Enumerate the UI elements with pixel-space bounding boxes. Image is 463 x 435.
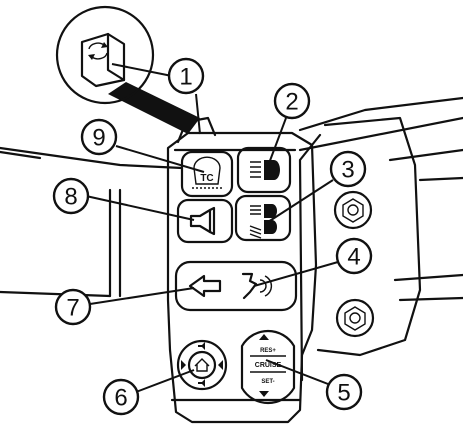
callout-5: 5 [325, 373, 363, 411]
home-joystick-icon [194, 358, 210, 372]
callout-8: 8 [52, 177, 90, 215]
callout-7: 7 [54, 288, 92, 326]
callout-1: 1 [167, 57, 205, 95]
traction-control-icon: TC [192, 156, 222, 189]
volume-up-icon [198, 342, 205, 350]
low-high-beam-icon [249, 204, 277, 239]
high-beam-button[interactable] [236, 146, 292, 194]
traction-control-label: TC [200, 173, 213, 184]
high-beam-icon [250, 160, 280, 180]
callout-9: 9 [80, 118, 118, 156]
voice-command-icon[interactable] [241, 272, 273, 300]
cruise-toggle-icon [259, 334, 269, 397]
callout-2: 2 [273, 82, 311, 120]
horn-icon [189, 206, 216, 236]
cruise-toggle[interactable]: RES+ CRUISE SET- [240, 329, 296, 405]
callout-6: 6 [102, 378, 140, 416]
home-joystick[interactable] [176, 339, 228, 391]
callout-4-label: 4 [347, 244, 360, 271]
callout-3-label: 3 [341, 157, 354, 184]
cruise-res-label: RES+ [260, 348, 276, 354]
callout-4: 4 [335, 237, 373, 275]
callout-2-label: 2 [285, 89, 298, 116]
callout-6-label: 6 [114, 385, 127, 412]
next-track-icon [218, 360, 223, 370]
handlebar-left [0, 146, 184, 298]
callout-8-label: 8 [64, 184, 77, 211]
callout-7-label: 7 [66, 295, 79, 322]
callout-5-label: 5 [337, 380, 350, 407]
volume-down-icon [198, 379, 205, 387]
low-high-beam-button[interactable] [234, 194, 292, 242]
mode-cycle-icon [88, 42, 108, 60]
cruise-main-label: CRUISE [255, 362, 282, 369]
cruise-set-label: SET- [261, 379, 274, 385]
upper-clamp-bolt [333, 190, 373, 230]
lower-clamp-bolt [335, 298, 375, 338]
inset-button [80, 32, 126, 88]
traction-control-button[interactable]: TC [180, 150, 234, 198]
horn-button[interactable] [176, 198, 234, 244]
handlebar-right [298, 96, 463, 382]
callout-9-label: 9 [92, 125, 105, 152]
leader-lines [85, 63, 339, 393]
previous-track-icon [181, 360, 186, 370]
turn-voice-rocker[interactable] [174, 260, 298, 312]
callout-1-label: 1 [179, 64, 192, 91]
callout-3: 3 [329, 150, 367, 188]
inset-magnified-view [55, 5, 200, 134]
left-turn-arrow-icon[interactable] [188, 274, 222, 298]
